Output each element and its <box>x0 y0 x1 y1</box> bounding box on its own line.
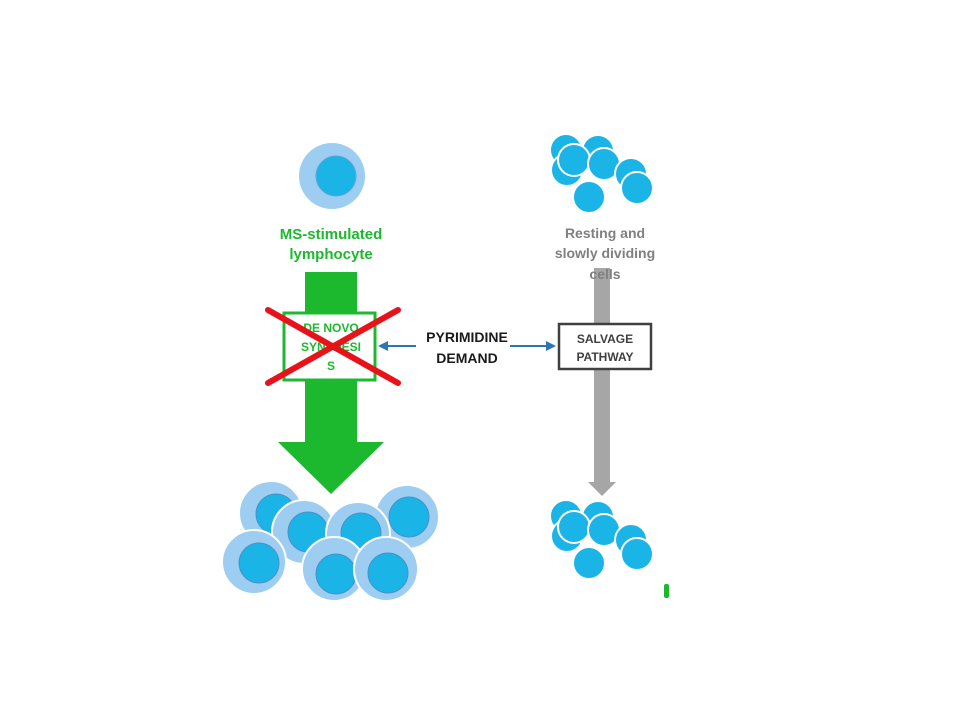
resting-cells-cluster-top <box>549 133 654 214</box>
pyrimidine-demand-line1: PYRIMIDINE <box>426 329 508 345</box>
ms-stimulated-lymphocyte-cell <box>299 143 365 209</box>
salvage-line2: PATHWAY <box>576 350 633 364</box>
pyrimidine-demand-double-arrow <box>378 341 556 351</box>
salvage-line1: SALVAGE <box>577 332 633 346</box>
salvage-pathway-box: SALVAGE PATHWAY <box>557 322 653 371</box>
resting-cells-cluster-bottom <box>549 499 654 580</box>
decorative-green-mark <box>664 584 669 598</box>
right-label-line2: slowly dividing <box>555 245 655 261</box>
salvage-arrow <box>588 268 616 496</box>
red-cross-icon <box>265 307 401 386</box>
de-novo-arrow <box>278 272 384 494</box>
left-label-line1: MS-stimulated <box>280 226 383 243</box>
proliferated-lymphocytes-cluster <box>221 480 440 602</box>
left-label-line2: lymphocyte <box>289 246 372 263</box>
right-label-line3: cells <box>589 266 620 282</box>
pyrimidine-demand-line2: DEMAND <box>436 350 497 366</box>
right-label-line1: Resting and <box>565 225 645 241</box>
de-novo-line1: DE NOVO <box>303 321 358 335</box>
de-novo-line3: S <box>327 359 335 373</box>
